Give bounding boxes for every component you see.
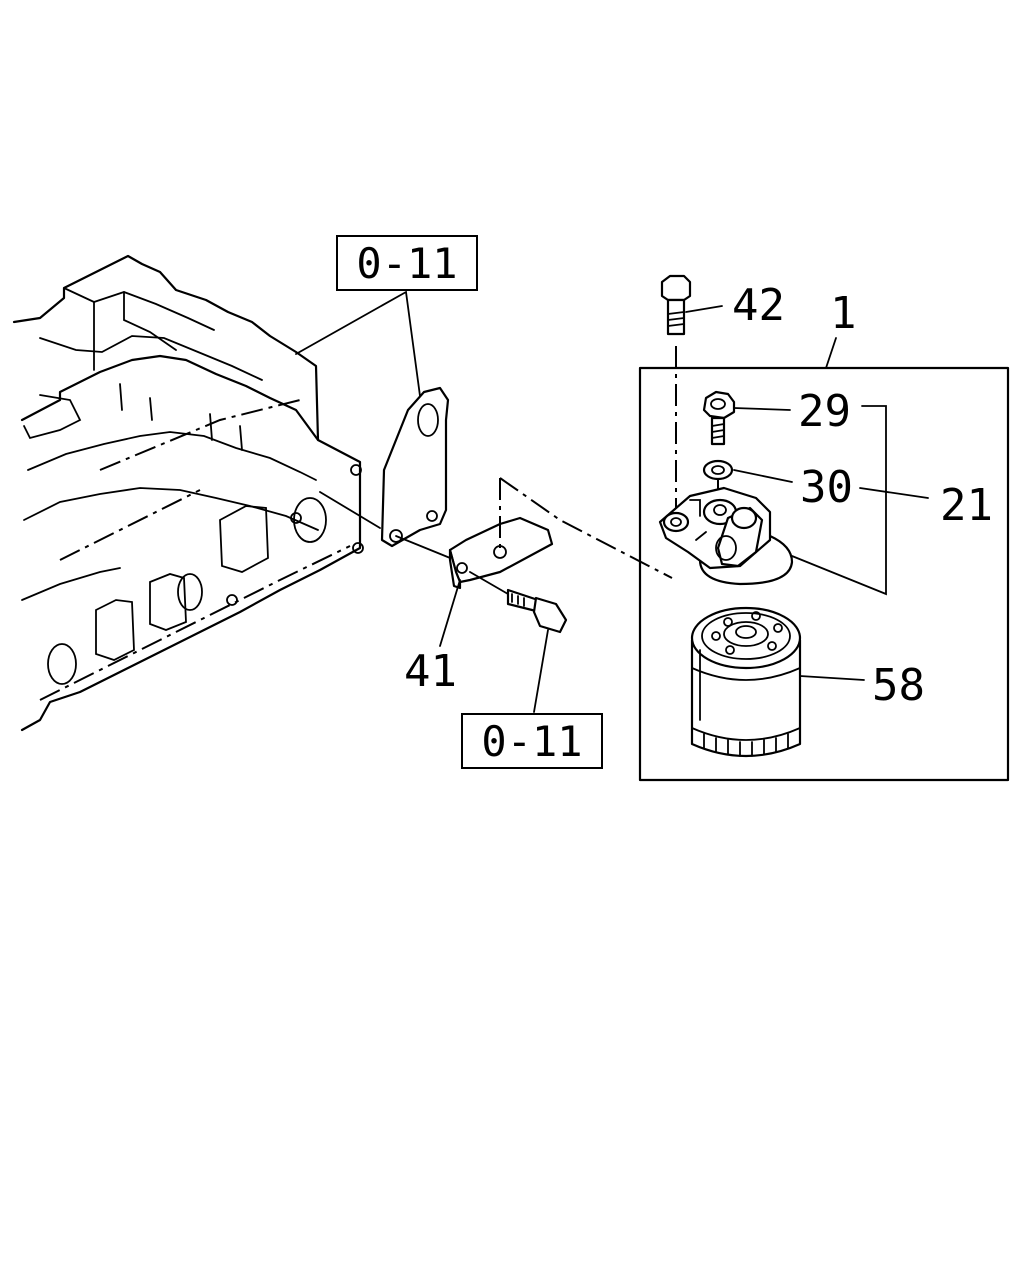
callout-29: 29 [798,386,851,437]
ref-label-top: 0-11 [356,239,457,288]
ref-leader-bottom [533,629,549,713]
leader-41 [439,579,461,647]
filter-head [658,486,794,586]
leader-30 [733,469,793,483]
callout-41: 41 [404,646,457,697]
washer-30 [702,459,793,500]
leader-1 [825,337,837,369]
oil-filter-58 [690,606,865,758]
ref-box-bottom[interactable]: 0-11 [461,713,603,769]
gasket-plate [380,386,450,548]
bolt-42 [660,274,723,518]
leader-21 [859,487,929,499]
callout-30: 30 [800,462,853,513]
callout-42: 42 [732,280,785,331]
bolt-29 [702,390,791,446]
bracket-41 [448,478,554,590]
alignment-dash-head [499,477,673,579]
leader-29 [733,407,791,411]
callout-1: 1 [830,288,857,339]
leader-58 [799,675,865,681]
ref-leader-top [295,290,421,397]
ref-label-bottom: 0-11 [481,717,582,766]
stud-line [319,491,381,529]
leader-21-group [791,405,887,596]
callout-58: 58 [872,660,925,711]
engine-block [12,254,364,732]
ref-box-top[interactable]: 0-11 [336,235,478,291]
leader-42 [685,305,723,313]
callout-21: 21 [940,480,993,531]
assembly-box: 1 [638,288,1010,782]
bracket-bolt [469,571,568,634]
